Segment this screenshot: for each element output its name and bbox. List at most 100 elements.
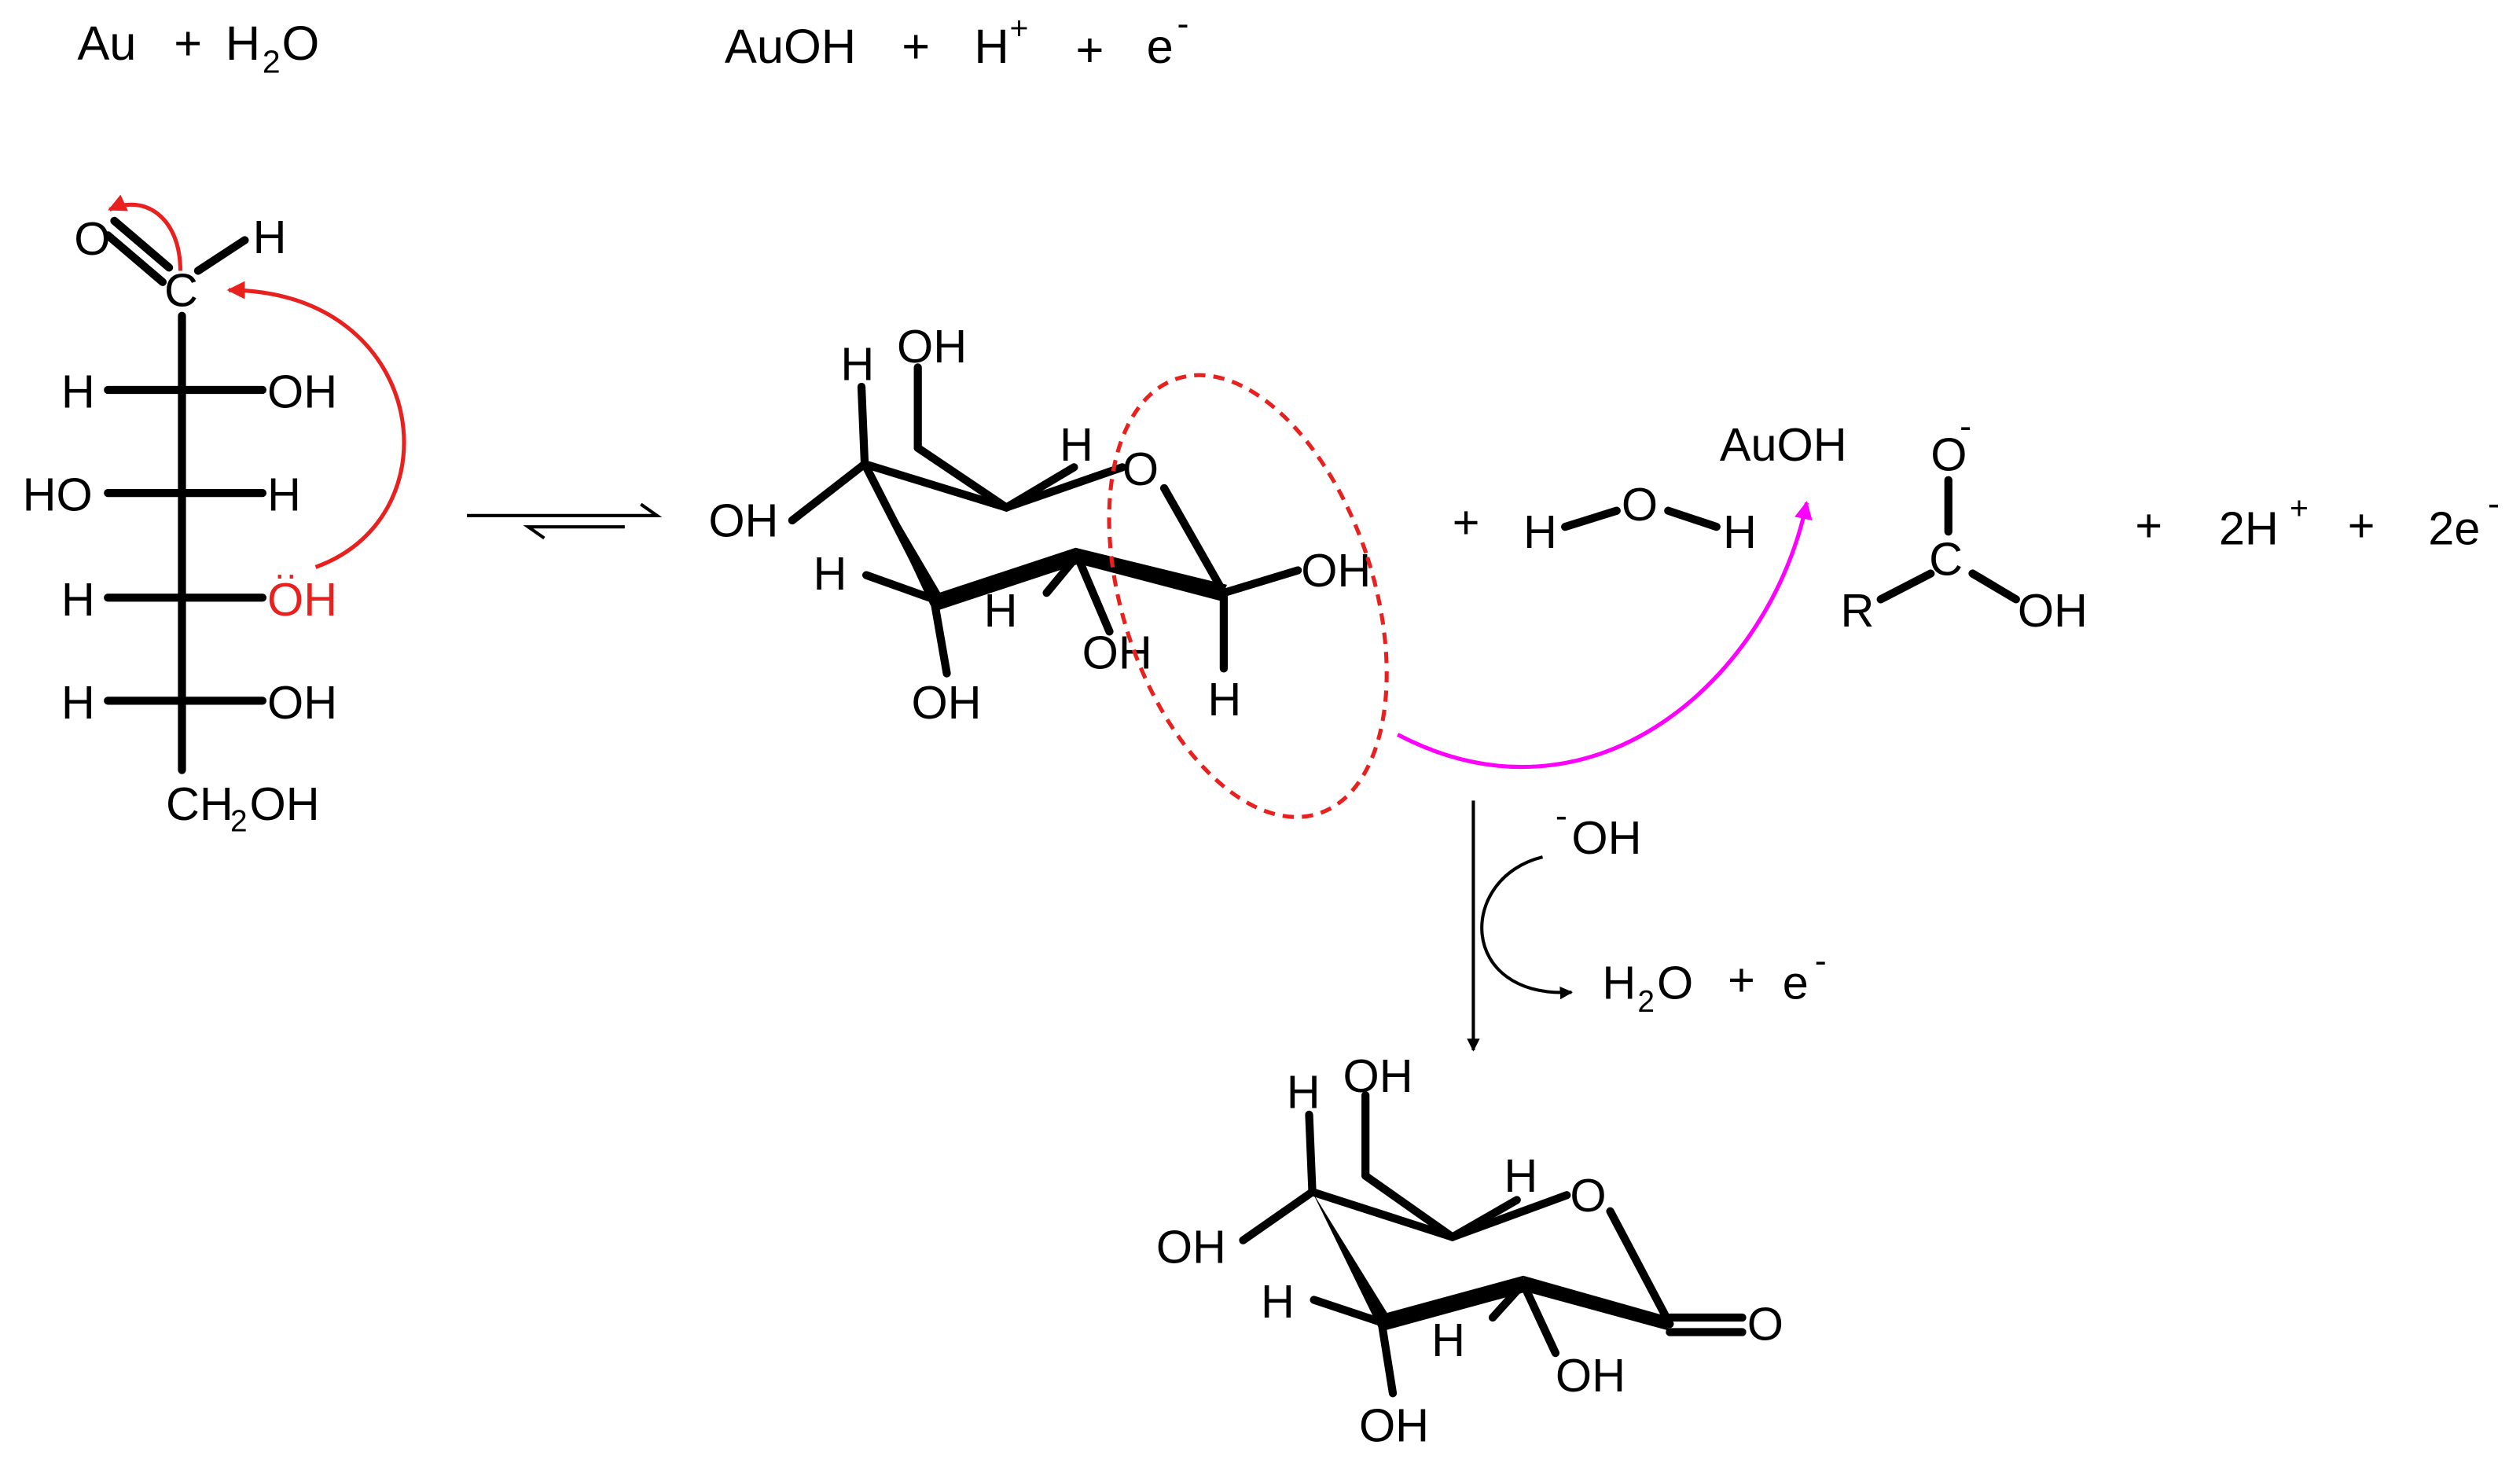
right-products: + 2H + + 2e - — [2135, 483, 2500, 555]
plus-sign: + — [1075, 23, 1104, 77]
c5-left-h: H — [61, 676, 95, 729]
carbonyl-double-bond — [104, 231, 167, 286]
c4-hydroxyl: OH — [708, 494, 778, 546]
ch2oh-ch: CH — [166, 777, 233, 830]
c2-hydrogen: H — [1504, 1149, 1537, 1202]
ch2oh-subscript: 2 — [230, 804, 248, 838]
carboxylate-charge: - — [1960, 406, 1971, 446]
c3-right-h: H — [267, 469, 301, 521]
carbonyl-carbon: C — [164, 264, 198, 317]
carboxyl-carbon: C — [1929, 533, 1963, 586]
wedge-bond — [1312, 1192, 1388, 1328]
water-h: H — [226, 17, 260, 71]
bond — [930, 595, 951, 678]
r-group: R — [1841, 584, 1875, 637]
aldehyde-ch-bond — [193, 236, 249, 275]
bond — [788, 460, 869, 525]
proton-h: H — [974, 20, 1008, 74]
proton-charge: + — [2290, 490, 2309, 526]
reactive-site-highlight — [1107, 373, 1389, 819]
top-equation: Au + H 2 O AuOH + H + + e - — [77, 3, 1188, 79]
c5-right-oh: OH — [267, 676, 337, 729]
reverse-half-arrow — [523, 525, 625, 540]
plus-sign: + — [2135, 499, 2162, 552]
c3-left-ho: HO — [23, 469, 93, 521]
wedge-bond — [1523, 1275, 1672, 1331]
wedge-bond — [865, 464, 941, 606]
lone-pair-dots: ·· — [274, 554, 297, 594]
ch2oh-hydroxyl: OH — [897, 320, 967, 373]
two-electrons: 2e — [2428, 502, 2480, 555]
bond — [1519, 1279, 1560, 1358]
water-h: H — [1602, 956, 1636, 1009]
bond — [1219, 566, 1302, 597]
water-o: O — [1657, 956, 1693, 1009]
bond — [1159, 483, 1229, 597]
fischer-glucose: O C H H OH HO H H OH ·· H OH CH 2 OH — [23, 194, 406, 838]
electron-charge: - — [1815, 941, 1827, 981]
ch2oh-oh: OH — [250, 777, 320, 830]
bond — [1002, 463, 1078, 512]
forward-half-arrow — [467, 502, 663, 517]
c2-right-oh: OH — [267, 366, 337, 418]
cr-bond — [1876, 569, 1935, 604]
gluconolactone: O O OH H OH H H OH H OH — [1156, 1049, 1783, 1452]
ch2oh-hydroxyl: OH — [1343, 1049, 1413, 1102]
bond — [862, 571, 939, 604]
oh-bond — [1561, 506, 1621, 531]
hydroxide-charge: - — [1556, 796, 1567, 836]
oxidation-arrow — [1396, 501, 1813, 770]
bond — [1308, 1188, 1457, 1241]
electron-e: e — [1783, 956, 1809, 1009]
bond — [1310, 1296, 1386, 1327]
bond — [1606, 1207, 1674, 1329]
au-label: Au — [77, 17, 136, 71]
bond — [913, 443, 1011, 512]
c2-left-h: H — [61, 366, 95, 418]
c4-hydroxyl-red: OH — [267, 573, 337, 626]
bond — [1239, 1188, 1317, 1244]
bond — [1361, 1171, 1457, 1241]
electron-e: e — [1147, 20, 1174, 74]
carbonyl-oxygen: O — [1747, 1298, 1783, 1351]
c2-hydrogen: H — [1060, 418, 1093, 471]
bold-bond — [1381, 1275, 1527, 1331]
anomeric-hydroxyl: OH — [1301, 544, 1371, 597]
ring-oxygen: O — [1570, 1169, 1606, 1222]
bond — [1042, 551, 1082, 597]
carbonyl-arrow — [108, 194, 182, 271]
bond — [1488, 1279, 1528, 1322]
electron-charge: - — [1177, 3, 1188, 43]
coh-bond — [1968, 569, 2020, 604]
electron-charge: - — [2488, 483, 2500, 524]
carbonyl-double-bond — [110, 216, 174, 272]
glucopyranose: O OH H OH H H OH H OH OH H — [708, 320, 1389, 819]
bond — [860, 460, 1011, 512]
aldehyde-hydrogen: H — [253, 211, 287, 263]
c5-hydrogen: H — [1287, 1066, 1321, 1119]
bond — [1305, 1110, 1317, 1196]
bond — [1377, 1318, 1398, 1398]
bond — [1073, 551, 1114, 636]
water-h-right: H — [1723, 505, 1757, 558]
carboxylic-fragment: O - C R OH — [1841, 406, 2088, 637]
proton-charge: + — [1009, 9, 1028, 46]
curved-side-arrow — [1480, 855, 1574, 1000]
c3-hydroxyl: OH — [1359, 1399, 1429, 1452]
carboxyl-hydroxyl: OH — [2018, 584, 2088, 637]
c4-hydroxyl: OH — [1156, 1220, 1226, 1273]
auoh-catalyst: AuOH — [1720, 418, 1847, 471]
c4-hydrogen: H — [1261, 1275, 1295, 1328]
water-subscript: 2 — [263, 43, 281, 79]
carboxylate-oxygen: O — [1930, 428, 1967, 480]
oxidation-step: - OH H 2 O + e - — [1467, 796, 1827, 1052]
water-oxygen: O — [1622, 478, 1658, 531]
water-o: O — [281, 17, 319, 71]
ring-oxygen: O — [1122, 443, 1159, 495]
bond — [1002, 463, 1126, 512]
c3-hydroxyl: OH — [911, 676, 981, 729]
equilibrium-arrows — [467, 502, 663, 540]
bold-bond — [934, 547, 1079, 611]
plus-sign: + — [2348, 499, 2375, 552]
